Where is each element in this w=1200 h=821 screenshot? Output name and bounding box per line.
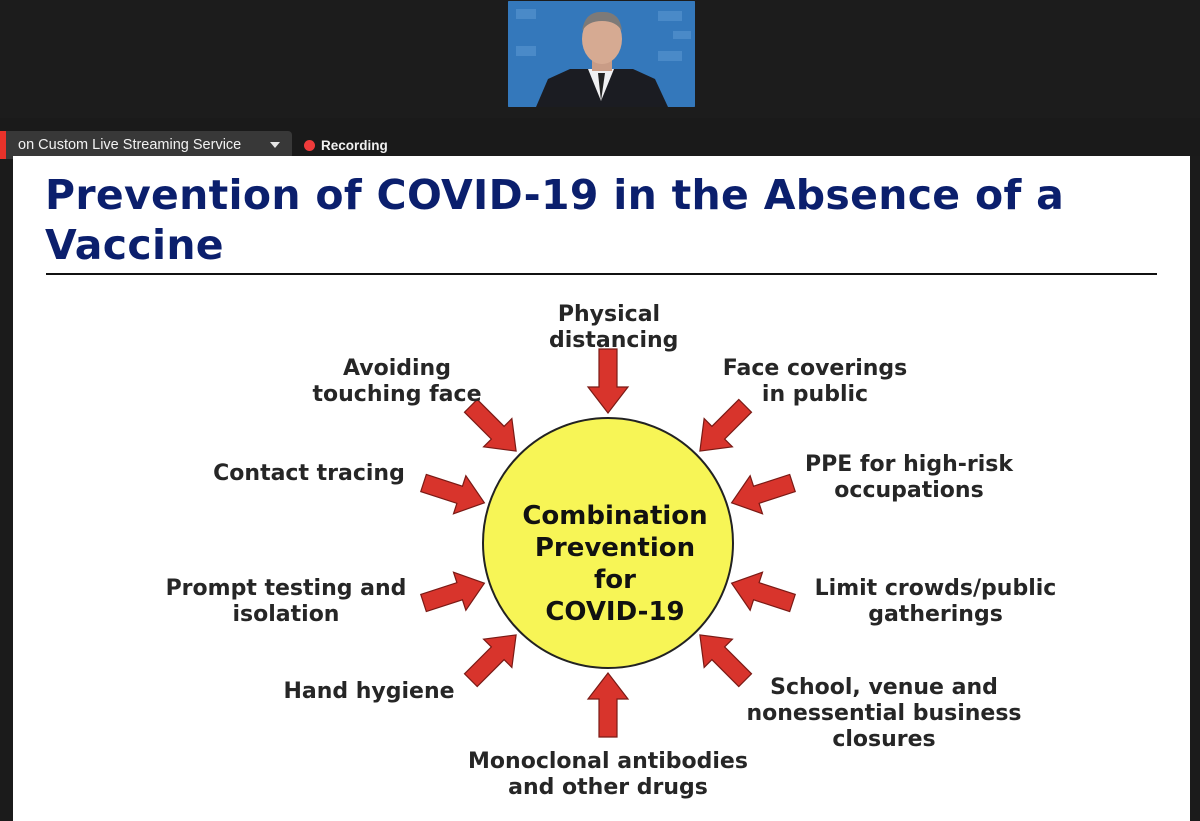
caret-down-icon (270, 142, 280, 148)
recording-dot-icon (304, 139, 315, 151)
live-stream-select[interactable]: on Custom Live Streaming Service (0, 131, 292, 159)
center-label-line: for (594, 565, 636, 595)
arrow-antibodies-icon (586, 672, 630, 738)
recording-indicator[interactable]: Recording (298, 131, 388, 159)
center-label-line: Combination (522, 501, 708, 531)
arrow-touching-icon (463, 398, 517, 452)
video-strip (0, 0, 1200, 118)
arrow-crowds-icon (730, 571, 797, 613)
center-label-line: Prevention (534, 533, 696, 563)
slide-title: Prevention of COVID-19 in the Absence of… (45, 171, 1065, 269)
arrow-physical-icon (586, 348, 630, 414)
speaker-video-tile[interactable] (508, 1, 695, 107)
prevention-diagram (419, 348, 797, 738)
arrow-closures-icon (699, 634, 753, 688)
live-stream-select-label: on Custom Live Streaming Service (18, 137, 242, 153)
arrow-tracing-icon (419, 473, 486, 515)
title-divider (46, 273, 1157, 275)
center-circle (482, 417, 734, 669)
arrow-testing-icon (419, 571, 486, 613)
speaker-video-image (508, 1, 695, 107)
center-label-line: COVID-19 (545, 597, 685, 627)
arrow-face-coverings-icon (699, 398, 753, 452)
shared-slide: Prevention of COVID-19 in the Absence of… (13, 156, 1190, 821)
factor-hand-hygiene: Hand hygiene (283, 679, 455, 704)
arrow-ppe-icon (730, 473, 797, 515)
arrow-hand-icon (463, 634, 517, 688)
recording-label: Recording (321, 137, 388, 153)
factor-contact-tracing: Contact tracing (213, 461, 405, 486)
